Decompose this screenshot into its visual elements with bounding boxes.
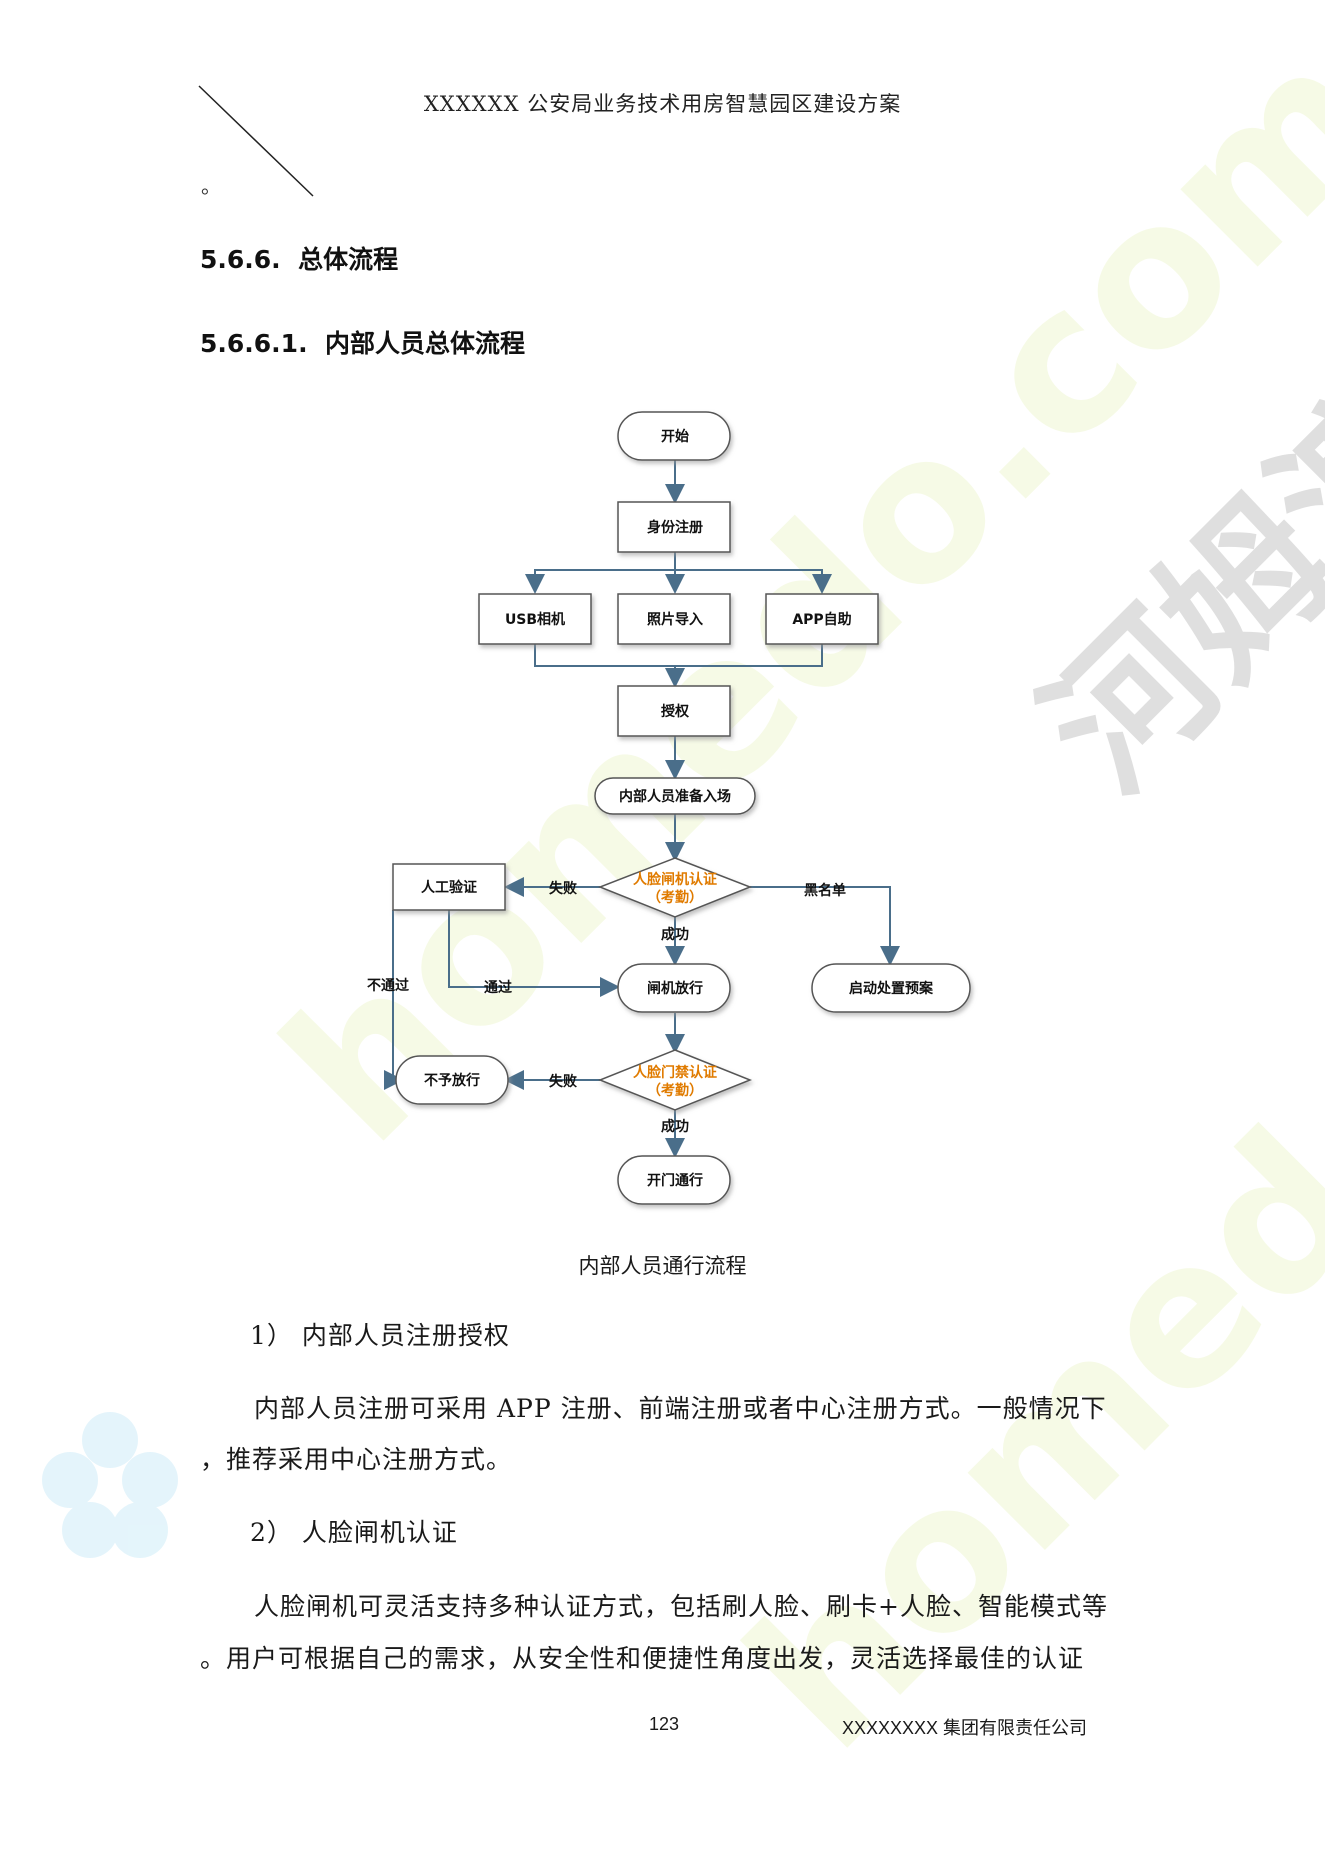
edge-label-fail-2: 失败 [549,1073,578,1090]
edge-label-blacklist: 黑名单 [804,882,846,899]
flow-node-deny: 不予放行 [395,1055,509,1105]
flow-node-photo: 照片导入 [617,593,731,645]
flow-node-prepare: 内部人员准备入场 [594,777,756,815]
flow-node-open-label: 开门通行 [647,1172,703,1189]
page-number: 123 [649,1714,680,1734]
flow-decision-door-sublabel: （考勤） [647,1082,703,1099]
edge-label-no-pass: 不通过 [367,977,409,994]
flow-node-prepare-label: 内部人员准备入场 [619,788,731,805]
watermark-flower-icon [42,1412,178,1558]
item1-line2: ，推荐采用中心注册方式。 [200,1445,513,1474]
flow-decision-gate-sublabel: （考勤） [647,889,703,906]
footer-company: XXXXXXXX 集团有限责任公司 [842,1718,1088,1738]
figure-caption: 内部人员通行流程 [578,1254,747,1278]
flow-node-manual-label: 人工验证 [421,879,477,896]
item1-line1: 内部人员注册可采用 APP 注册、前端注册或者中心注册方式。一般情况下 [254,1394,1107,1423]
flow-node-auth: 授权 [617,685,731,737]
flow-node-usb-label: USB相机 [505,611,565,628]
flow-node-app-label: APP自助 [792,611,851,628]
edge-label-fail-1: 失败 [549,880,578,897]
flow-node-start: 开始 [617,411,731,461]
edge-label-pass: 通过 [484,979,512,996]
flow-node-alarm: 启动处置预案 [811,963,971,1013]
subsection-heading: 5.6.6.1. 内部人员总体流程 [200,324,525,360]
flowchart: 开始 身份注册 USB相机 照片导入 APP自助 授权 内部人员准备入场 人脸闸… [367,411,971,1205]
flow-node-photo-label: 照片导入 [647,611,703,628]
edge-label-success-2: 成功 [661,1118,689,1135]
flow-node-register-label: 身份注册 [647,519,703,536]
stray-mark: 。 [201,174,221,198]
item2-line2: 。用户可根据自己的需求，从安全性和便捷性角度出发，灵活选择最佳的认证 [200,1644,1085,1673]
flow-decision-gate: 人脸闸机认证 （考勤） [597,857,753,918]
flow-node-start-label: 开始 [661,428,689,445]
flow-connectors [384,460,900,1158]
section-number: 5.6.6. [200,245,281,274]
flow-node-gate-release-label: 闸机放行 [647,980,703,997]
header-diagonal-line [198,85,314,197]
flow-node-auth-label: 授权 [661,703,690,720]
flow-decision-gate-label: 人脸闸机认证 [633,871,717,888]
item2-title: 2） 人脸闸机认证 [250,1518,458,1547]
flow-decision-door: 人脸门禁认证 （考勤） [597,1049,753,1111]
flow-node-manual: 人工验证 [392,863,506,911]
page-header-title: XXXXXX 公安局业务技术用房智慧园区建设方案 [423,92,902,116]
flow-node-gate-release: 闸机放行 [617,963,731,1013]
flow-node-app: APP自助 [765,593,879,645]
section-heading: 5.6.6. 总体流程 [200,240,398,276]
flow-decision-door-label: 人脸门禁认证 [633,1064,717,1081]
flow-node-open: 开门通行 [617,1155,731,1205]
subsection-title: 内部人员总体流程 [325,329,526,358]
flow-node-deny-label: 不予放行 [424,1072,480,1089]
edge-label-success-1: 成功 [661,926,689,943]
watermark-text-3: 河姆渡 [1010,353,1325,825]
flow-node-alarm-label: 启动处置预案 [849,980,934,997]
item1-title: 1） 内部人员注册授权 [250,1321,510,1350]
item2-line1: 人脸闸机可灵活支持多种认证方式，包括刷人脸、刷卡+人脸、智能模式等 [254,1592,1108,1621]
flow-node-register: 身份注册 [617,501,731,553]
flow-node-usb: USB相机 [478,593,592,645]
section-title: 总体流程 [298,245,399,274]
subsection-number: 5.6.6.1. [200,329,308,358]
